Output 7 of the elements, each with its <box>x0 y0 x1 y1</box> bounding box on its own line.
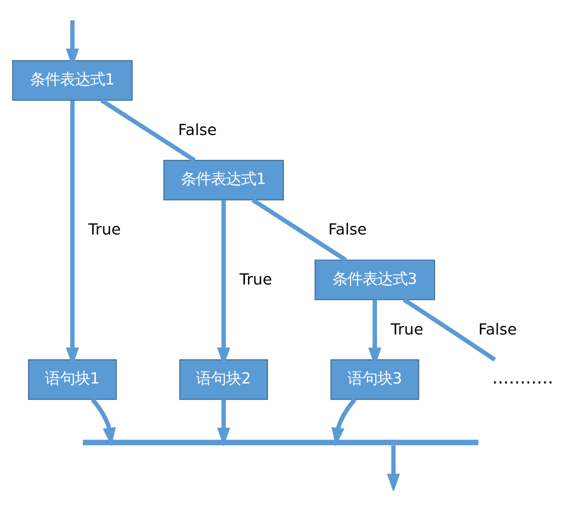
edge-label: True <box>390 320 424 338</box>
edge-label: False <box>328 220 367 238</box>
edge-label: True <box>240 270 272 288</box>
edge-label: True <box>88 220 121 238</box>
edge-label: False <box>478 320 517 338</box>
node-text: ........... <box>492 368 554 388</box>
edge-label: False <box>178 120 217 138</box>
